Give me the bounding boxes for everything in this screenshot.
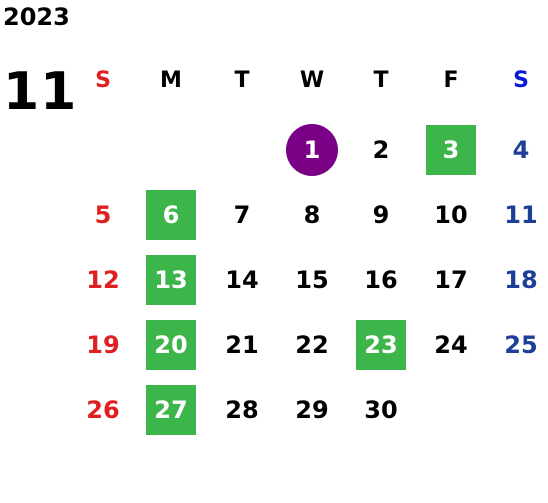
day-cell[interactable]: 7: [233, 201, 251, 229]
weekday-header: M: [160, 67, 182, 93]
day-cell[interactable]: 5: [94, 201, 112, 229]
day-cell[interactable]: 17: [434, 266, 468, 294]
highlighted-day-cell[interactable]: 13: [146, 255, 196, 305]
day-cell[interactable]: 29: [295, 396, 329, 424]
weekday-header: F: [443, 67, 459, 93]
day-cell[interactable]: 22: [295, 331, 329, 359]
weekday-header: S: [95, 67, 111, 93]
day-cell[interactable]: 2: [372, 136, 390, 164]
weekday-header: T: [234, 67, 250, 93]
day-cell[interactable]: 12: [86, 266, 120, 294]
day-cell[interactable]: 11: [504, 201, 538, 229]
day-cell[interactable]: 10: [434, 201, 468, 229]
day-cell[interactable]: 30: [364, 396, 398, 424]
day-cell[interactable]: 26: [86, 396, 120, 424]
today-day-cell[interactable]: 1: [286, 124, 338, 176]
day-cell[interactable]: 16: [364, 266, 398, 294]
day-cell[interactable]: 15: [295, 266, 329, 294]
day-cell[interactable]: 28: [225, 396, 259, 424]
day-cell[interactable]: 18: [504, 266, 538, 294]
day-cell[interactable]: 8: [303, 201, 321, 229]
day-cell[interactable]: 4: [512, 136, 530, 164]
highlighted-day-cell[interactable]: 6: [146, 190, 196, 240]
day-cell[interactable]: 25: [504, 331, 538, 359]
weekday-header: S: [513, 67, 529, 93]
year-label: 2023: [3, 3, 70, 31]
weekday-header: T: [373, 67, 389, 93]
highlighted-day-cell[interactable]: 3: [426, 125, 476, 175]
day-cell[interactable]: 9: [372, 201, 390, 229]
day-cell[interactable]: 19: [86, 331, 120, 359]
highlighted-day-cell[interactable]: 23: [356, 320, 406, 370]
day-cell[interactable]: 14: [225, 266, 259, 294]
month-label: 11: [3, 62, 78, 122]
day-cell[interactable]: 21: [225, 331, 259, 359]
highlighted-day-cell[interactable]: 20: [146, 320, 196, 370]
day-cell[interactable]: 24: [434, 331, 468, 359]
highlighted-day-cell[interactable]: 27: [146, 385, 196, 435]
weekday-header: W: [299, 67, 325, 93]
